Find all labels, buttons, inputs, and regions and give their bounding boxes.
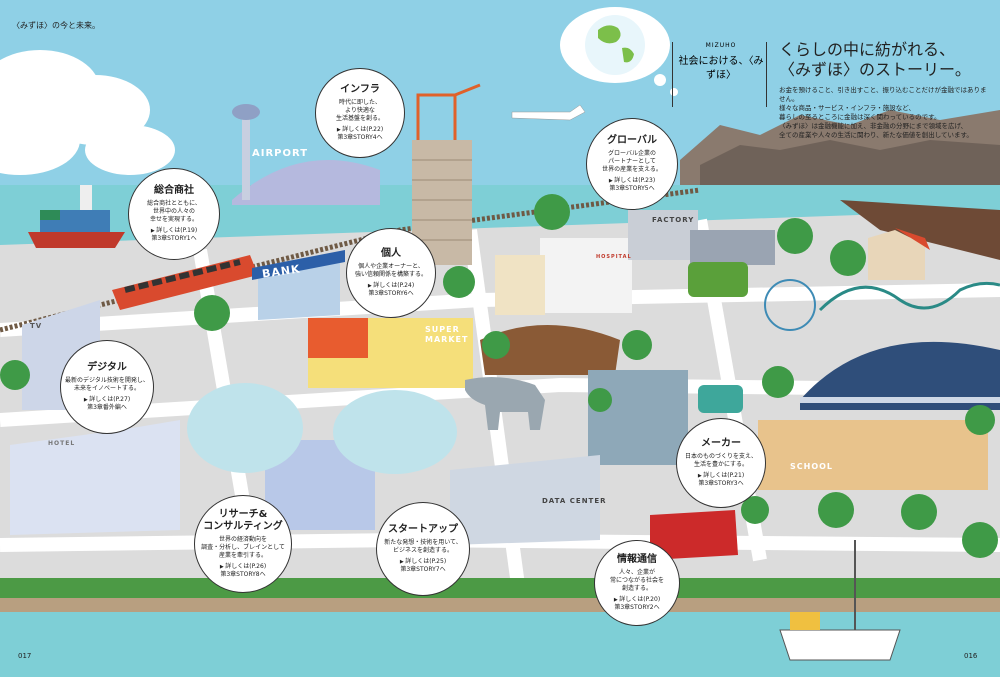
bubble-ref: 詳しくは(P.20) 第3章STORY2へ (614, 596, 660, 612)
train (112, 255, 258, 310)
intro-body: お金を預けること、引き出すこと、振り込むことだけが金融ではありません。 様々な商… (779, 86, 987, 139)
bubble-desc: 最新のデジタル技術を開発し、 未来をイノベートする。 (65, 377, 149, 392)
green-van (688, 262, 748, 297)
page-number-left: 017 (18, 652, 32, 660)
cloud-left (0, 50, 175, 175)
bubble-infra[interactable]: インフラ 時代に即した、 より快適な 生活基盤を創る。 詳しくは(P.22) 第… (315, 68, 405, 158)
breadcrumb: 〈みずほ〉の今と未来。 (12, 21, 100, 30)
meeting-scene (333, 390, 457, 474)
bubble-title: リサーチ& コンサルティング (203, 509, 283, 532)
hospital-building (540, 238, 632, 313)
bubble-ref: 詳しくは(P.22) 第3章STORY4へ (337, 126, 383, 142)
bubble-desc: 総合商社とともに、 世界中の人々の 幸せを実現する。 (147, 200, 201, 223)
cargo-ship (28, 185, 125, 248)
supermarket (308, 318, 473, 388)
bubble-startup[interactable]: スタートアップ 新たな発想・技術を用いて、 ビジネスを創造する。 詳しくは(P.… (376, 502, 470, 596)
tv-sign: TV (30, 322, 43, 330)
teal-car (698, 385, 743, 413)
bubble-desc: グローバル企業の パートナーとして 世界の産業を支える。 (602, 150, 662, 173)
bubble-title: デジタル (87, 362, 127, 373)
ferris-wheel (764, 279, 816, 331)
trees (0, 194, 998, 558)
office-building (588, 370, 688, 465)
bubble-desc: 個人や企業オーナーと、 強い信頼関係を構築する。 (354, 263, 427, 278)
school-sign: SCHOOL (790, 462, 834, 471)
bank-building (252, 250, 345, 320)
factory-building (628, 210, 775, 265)
roller-coaster (818, 281, 1000, 312)
elephant (465, 376, 545, 430)
bubble-trading[interactable]: 総合商社 総合商社とともに、 世界中の人々の 幸せを実現する。 詳しくは(P.1… (128, 168, 220, 260)
factory-sign: FACTORY (652, 216, 695, 224)
stadium (800, 341, 1000, 410)
bubble-ref: 詳しくは(P.19) 第3章STORY1へ (151, 227, 197, 243)
bubble-desc: 新たな発想・技術を用いて、 ビジネスを創造する。 (384, 539, 462, 554)
bubble-ref: 詳しくは(P.24) 第3章STORY6へ (368, 282, 414, 298)
brand-label: MIZUHO (705, 42, 737, 49)
house (868, 230, 925, 280)
bubble-desc: 世界の経済動向を 調査・分析し、ブレインとして 産業を牽引する。 (201, 536, 285, 559)
bubble-ref: 詳しくは(P.21) 第3章STORY3へ (698, 472, 744, 488)
bubble-desc: 人々、企業が 常につながる社会を 創造する。 (609, 569, 664, 592)
bubble-individual[interactable]: 個人 個人や企業オーナーと、 強い信頼関係を構築する。 詳しくは(P.24) 第… (346, 228, 436, 318)
divider-left (672, 42, 673, 107)
bubble-title: グローバル (607, 135, 657, 146)
bubble-ref: 詳しくは(P.25) 第3章STORY7へ (400, 558, 446, 574)
supermarket-sign: SUPER MARKET (425, 325, 469, 344)
globe-icon (585, 15, 645, 75)
hotel-building (10, 420, 180, 535)
bubble-title: スタートアップ (388, 524, 458, 535)
bubble-title: 情報通信 (617, 554, 657, 565)
data-center-sign: DATA CENTER (542, 497, 607, 505)
bubble-global[interactable]: グローバル グローバル企業の パートナーとして 世界の産業を支える。 詳しくは(… (586, 118, 678, 210)
school-building (758, 420, 988, 490)
fishing-boat (779, 540, 901, 661)
airport-sign: AIRPORT (252, 148, 309, 159)
bubble-title: 総合商社 (154, 185, 194, 196)
bubble-ref: 詳しくは(P.27) 第3章番外編へ (84, 396, 130, 412)
airport-building (232, 104, 380, 205)
section-title: 社会における、〈みずほ〉 (678, 56, 764, 81)
bubble-desc: 時代に即した、 より快適な 生活基盤を創る。 (335, 99, 384, 122)
intro-section-label: MIZUHO 社会における、〈みずほ〉 (676, 42, 766, 83)
divider-right (766, 42, 767, 107)
bubble-title: メーカー (701, 438, 741, 449)
hospital-sign: HOSPITAL (596, 254, 632, 260)
bubble-title: インフラ (340, 84, 380, 95)
office-worker-scene (187, 383, 303, 473)
bubble-title: 個人 (381, 248, 401, 259)
hotel-sign: HOTEL (48, 440, 76, 447)
bubble-desc: 日本のものづくりを支え、 生活を豊かにする。 (684, 453, 757, 468)
bubble-ref: 詳しくは(P.26) 第3章STORY8へ (220, 563, 266, 579)
page-heading: くらしの中に紡がれる、 〈みずほ〉のストーリー。 (779, 40, 971, 79)
zoo-gate (480, 325, 620, 375)
airplane (511, 104, 586, 121)
bubble-digital[interactable]: デジタル 最新のデジタル技術を開発し、 未来をイノベートする。 詳しくは(P.2… (60, 340, 154, 434)
bubble-maker[interactable]: メーカー 日本のものづくりを支え、 生活を豊かにする。 詳しくは(P.21) 第… (676, 418, 766, 508)
bubble-ref: 詳しくは(P.23) 第3章STORY5へ (609, 177, 655, 193)
bubble-telecom[interactable]: 情報通信 人々、企業が 常につながる社会を 創造する。 詳しくは(P.20) 第… (594, 540, 680, 626)
page-number-right: 016 (964, 652, 978, 660)
red-van (650, 510, 738, 560)
bubble-research[interactable]: リサーチ& コンサルティング 世界の経済動向を 調査・分析し、ブレインとして 産… (194, 495, 292, 593)
data-center (450, 455, 600, 545)
